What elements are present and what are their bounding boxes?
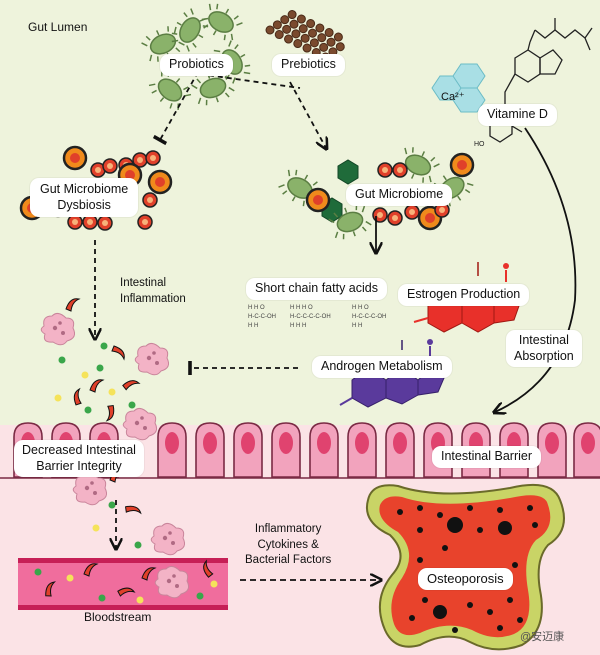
svg-text:H H: H H [352,323,362,329]
cytokines-line1: Inflammatory [254,523,322,535]
svg-text:H H H: H H H [290,323,306,329]
osteoporosis-label: Osteoporosis [418,568,513,591]
prebiotics-cluster [265,10,345,62]
svg-text:H-C-C-C-C-OH: H-C-C-C-C-OH [290,314,331,320]
prebiotics-label: Prebiotics [272,54,345,76]
estrogen-label: Estrogen Production [398,284,530,306]
svg-text:H-C-C-C-OH: H-C-C-C-OH [352,314,386,320]
androgen-label: Androgen Metabolism [312,356,452,378]
barrier-integrity-line2: Barrier Integrity [36,458,122,473]
gut-lumen-label: Gut Lumen [28,20,88,34]
barrier-integrity-label: Decreased Intestinal Barrier Integrity [14,440,144,478]
inflammation-cells [40,298,170,441]
watermark: @安迈康 [520,631,565,643]
dysbiosis-label-line1: Gut Microbiome [40,182,129,196]
svg-text:H H O: H H O [352,305,369,311]
calcium-label: Ca²⁺ [441,91,465,103]
blood-vessel [18,558,228,610]
svg-text:H-C-C-OH: H-C-C-OH [248,314,276,320]
dysbiosis-label-line2: Dysbiosis [57,197,111,212]
barrier-integrity-line1: Decreased Intestinal [22,443,136,457]
intestinal-barrier-label: Intestinal Barrier [432,446,542,468]
svg-text:H H O: H H O [248,305,265,311]
intestinal-inflammation-label: Intestinal Inflammation [120,276,186,307]
inflammation-line1: Intestinal [120,277,167,289]
inflammation-line2: Inflammation [120,292,186,305]
svg-text:H H: H H [248,323,258,329]
arrow-vitamin-d-absorption [495,127,577,412]
arrow-probiotics-split [152,71,199,146]
arrow-probiotic-to-prebiotic [199,73,301,89]
arrow-prebiotics-split [289,81,326,148]
svg-text:HO: HO [474,141,485,148]
svg-text:H H H O: H H H O [290,305,313,311]
absorption-line1: Intestinal [518,333,569,347]
cytokines-line3: Bacterial Factors [245,554,332,567]
scfa-structures: H-C-C-OH H H O H H H-C-C-C-C-OH H H H O … [248,305,386,329]
bloodstream-label: Bloodstream [84,610,152,624]
vitamin-d-label: Vitamine D [478,104,557,126]
probiotics-label: Probiotics [160,54,233,76]
dysbiosis-label: Gut Microbiome Dysbiosis [30,178,139,218]
bone-illustration [366,484,565,651]
calcium-hexagons [431,63,486,113]
leaking-particles [72,469,186,556]
intestinal-absorption-label: Intestinal Absorption [506,330,582,368]
cytokines-line2: Cytokines & [257,538,319,551]
gut-microbiome-label: Gut Microbiome [346,184,453,206]
scfa-label: Short chain fatty acids [246,278,387,300]
cytokines-label: Inflammatory Cytokines & Bacterial Facto… [245,522,331,569]
arrows [95,71,577,580]
absorption-line2: Absorption [514,348,574,363]
